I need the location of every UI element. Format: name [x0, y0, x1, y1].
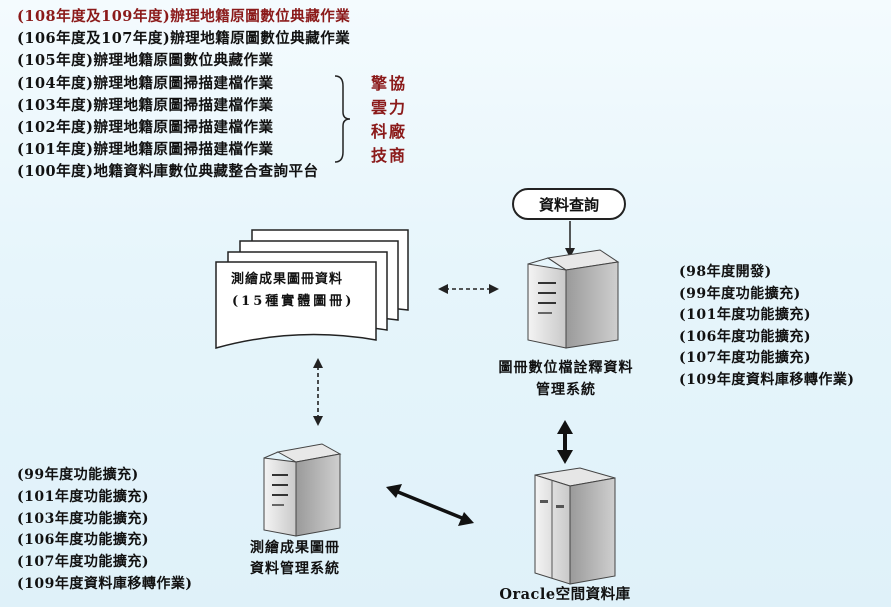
archive-note: (109年度資料庫移轉作業) — [679, 371, 855, 388]
archive-system-label: 圖冊數位檔詮釋資料 管理系統 — [478, 357, 654, 401]
archive-note: (101年度功能擴充) — [679, 307, 811, 323]
history-item: (108年度及109年度)辦理地籍原圖數位典藏作業 — [17, 8, 351, 25]
survey-note: (101年度功能擴充) — [17, 488, 149, 505]
data-query-node: 資料查詢 — [512, 188, 626, 220]
history-list: (108年度及109年度)辦理地籍原圖數位典藏作業 (106年度及107年度)辦… — [17, 6, 350, 184]
history-item: (104年度)辦理地籍原圖掃描建檔作業 — [17, 74, 274, 92]
vendor-brace — [334, 75, 351, 163]
survey-note: (99年度功能擴充) — [17, 467, 139, 483]
archive-system-line: 圖冊數位檔詮釋資料 — [498, 360, 634, 376]
archive-note: (107年度功能擴充) — [679, 350, 811, 366]
survey-note: (106年度功能擴充) — [17, 532, 149, 549]
archive-oracle-arrow — [557, 420, 573, 464]
history-item: (105年度)辦理地籍原圖數位典藏作業 — [17, 52, 274, 70]
archive-note: (98年度開發) — [679, 264, 772, 280]
archive-notes: (98年度開發) (99年度功能擴充) (101年度功能擴充) (106年度功能… — [679, 262, 854, 391]
oracle-database-icon — [534, 467, 616, 585]
survey-server-icon — [263, 443, 342, 537]
archive-note: (99年度功能擴充) — [679, 285, 801, 302]
history-item: (101年度)辦理地籍原圖掃描建檔作業 — [17, 141, 274, 159]
vendor-label: 擎協 雲力 科廠 技商 — [369, 72, 409, 168]
survey-note: (103年度功能擴充) — [17, 510, 149, 527]
history-item: (103年度)辦理地籍原圖掃描建檔作業 — [17, 96, 274, 114]
oracle-database-label: Oracle空間資料庫 — [499, 586, 631, 603]
history-item: (100年度)地籍資料庫數位典藏整合查詢平台 — [17, 163, 319, 181]
survey-note: (107年度功能擴充) — [17, 554, 149, 571]
survey-oracle-arrow — [386, 484, 474, 526]
survey-system-label: 測繪成果圖冊 資料管理系統 — [230, 538, 360, 580]
archive-system-line: 管理系統 — [536, 382, 596, 398]
survey-notes: (99年度功能擴充) (101年度功能擴充) (103年度功能擴充) (106年… — [17, 465, 192, 596]
query-arrow — [565, 221, 575, 258]
document-stack-icon — [215, 229, 409, 349]
doc-archive-dashed-arrow — [438, 284, 499, 294]
survey-system-line: 測繪成果圖冊 — [250, 540, 340, 556]
history-item: (106年度及107年度)辦理地籍原圖數位典藏作業 — [17, 30, 351, 48]
archive-note: (106年度功能擴充) — [679, 328, 811, 345]
vendor-line: 雲力 — [370, 98, 407, 117]
survey-system-line: 資料管理系統 — [250, 561, 340, 577]
vendor-line: 科廠 — [370, 122, 407, 141]
vendor-line: 技商 — [370, 146, 407, 165]
history-item: (102年度)辦理地籍原圖掃描建檔作業 — [17, 119, 274, 137]
archive-server-icon — [527, 249, 620, 349]
vendor-line: 擎協 — [370, 74, 407, 93]
document-subtitle: (15種實體圖冊) — [232, 294, 355, 309]
doc-survey-dashed-arrow — [313, 358, 323, 426]
document-title: 測繪成果圖冊資料 — [231, 272, 344, 287]
survey-note: (109年度資料庫移轉作業) — [17, 575, 193, 592]
